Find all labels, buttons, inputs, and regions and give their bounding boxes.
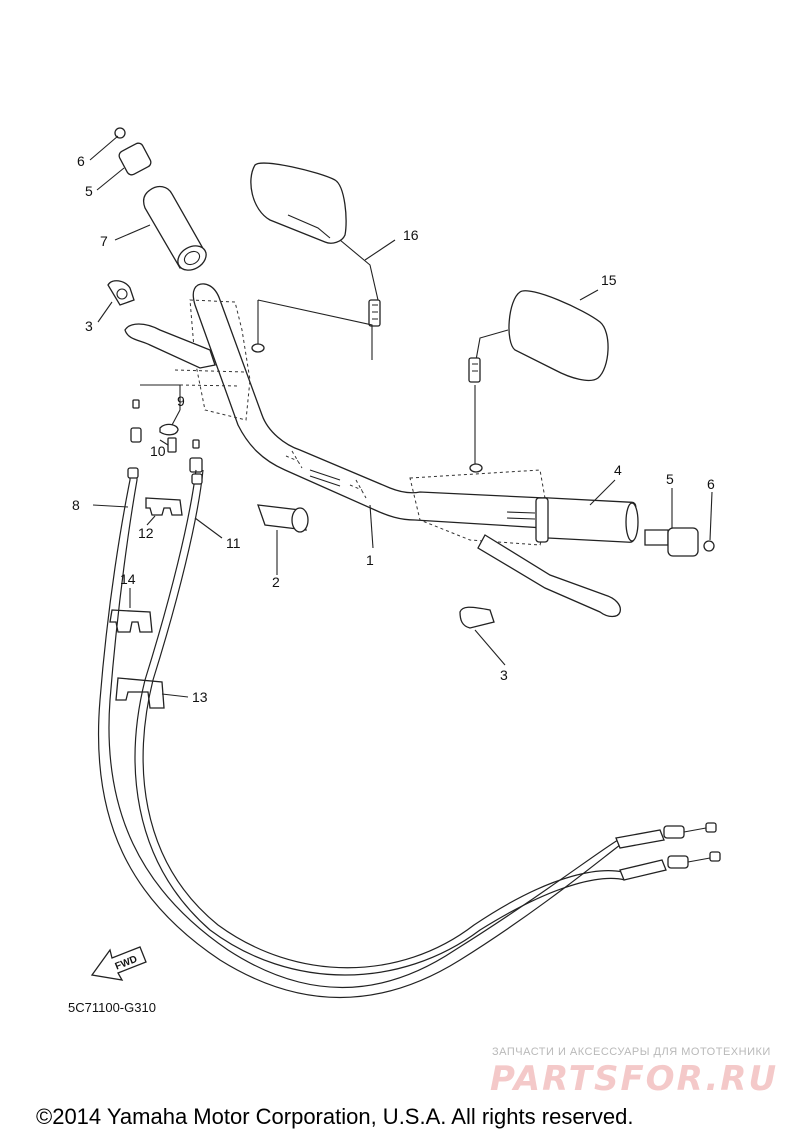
label-part-9: 9 — [177, 393, 185, 409]
label-part-10: 10 — [150, 443, 166, 459]
label-part-16: 16 — [403, 227, 419, 243]
left-clamp — [107, 280, 135, 306]
right-clamp — [459, 606, 495, 629]
drawing-code: 5C71100-G310 — [68, 1000, 156, 1015]
clutch-lever — [124, 323, 216, 369]
right-bar-end — [644, 527, 715, 557]
grip-spacer — [257, 504, 309, 533]
label-part-5-right: 5 — [666, 471, 674, 487]
label-part-15: 15 — [601, 272, 617, 288]
right-mirror-mount — [469, 463, 483, 473]
left-lever-housing — [174, 299, 251, 421]
right-lever-housing — [409, 469, 549, 546]
cable-joint-parts — [130, 384, 203, 473]
label-part-8: 8 — [72, 497, 80, 513]
right-mirror — [468, 290, 609, 383]
left-grip — [143, 185, 207, 271]
watermark-tagline: ЗАПЧАСТИ И АКСЕССУАРЫ ДЛЯ МОТОТЕХНИКИ — [492, 1046, 771, 1058]
label-part-13: 13 — [192, 689, 208, 705]
label-part-7: 7 — [100, 233, 108, 249]
throttle-grip — [535, 497, 639, 543]
watermark-logo: PARTSFOR.RU — [490, 1059, 778, 1099]
label-part-4: 4 — [614, 462, 622, 478]
watermark: ЗАПЧАСТИ И АКСЕССУАРЫ ДЛЯ МОТОТЕХНИКИ PA… — [490, 1046, 778, 1099]
label-part-6-left: 6 — [77, 153, 85, 169]
label-part-14: 14 — [120, 571, 136, 587]
throttle-cables — [97, 467, 721, 998]
left-mirror-leader — [257, 299, 373, 360]
label-part-5-left: 5 — [85, 183, 93, 199]
label-part-11: 11 — [226, 535, 241, 551]
leader-lines — [89, 135, 713, 698]
fwd-arrow: FWD — [90, 946, 147, 981]
label-part-2: 2 — [272, 574, 280, 590]
part-labels: 6 5 7 3 9 10 8 12 11 2 1 14 13 3 4 5 6 1… — [72, 153, 715, 705]
copyright-notice: ©2014 Yamaha Motor Corporation, U.S.A. A… — [36, 1104, 633, 1129]
label-part-12: 12 — [138, 525, 154, 541]
left-mirror — [250, 162, 381, 327]
cable-clamp-14 — [109, 609, 153, 633]
label-part-3-left: 3 — [85, 318, 93, 334]
left-bar-end — [114, 127, 152, 176]
brake-lever — [477, 534, 621, 618]
label-part-1: 1 — [366, 552, 374, 568]
cable-clamp-12 — [145, 497, 183, 516]
left-mirror-mount — [251, 343, 265, 353]
label-part-3-right: 3 — [500, 667, 508, 683]
label-part-6-right: 6 — [707, 476, 715, 492]
